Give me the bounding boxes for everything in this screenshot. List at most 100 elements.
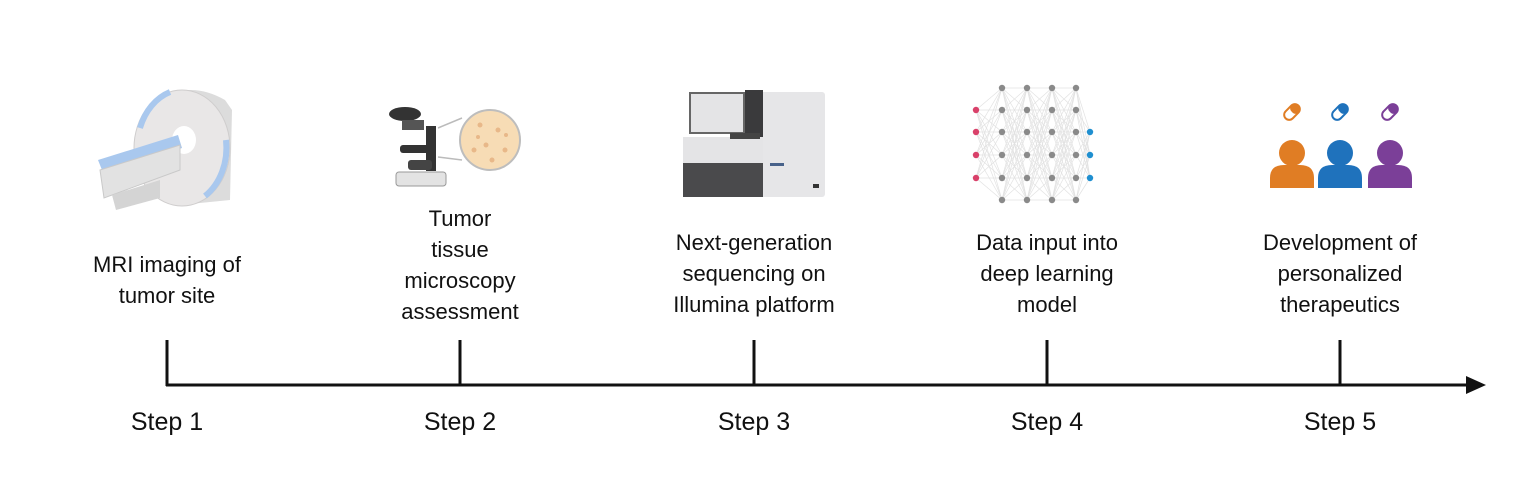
network-node	[1023, 174, 1031, 182]
network-edge	[1026, 87, 1053, 111]
mri-scanner-icon	[98, 89, 232, 210]
microscope-icon	[389, 107, 521, 187]
axis-ticks	[165, 340, 1342, 386]
network-edge	[1075, 154, 1091, 201]
description-line: assessment	[401, 299, 519, 324]
network-node	[1072, 106, 1080, 114]
network-node	[998, 106, 1006, 114]
network-edge	[1051, 87, 1077, 111]
network-node	[998, 174, 1006, 182]
network-node	[1048, 196, 1056, 204]
network-edge	[1026, 109, 1053, 201]
network-node	[1023, 128, 1031, 136]
network-node	[998, 128, 1006, 136]
step-4-label: Step 4	[1010, 408, 1084, 436]
description-line: deep learning	[980, 261, 1114, 286]
patients-pills-icon	[1270, 103, 1412, 188]
description-line: Data input into	[976, 230, 1118, 255]
network-node	[998, 151, 1006, 159]
step-3-description: Next-generation sequencing on Illumina p…	[634, 227, 874, 320]
network-edge	[975, 109, 1003, 179]
step-2-description: Tumor tissue microscopy assessment	[340, 203, 580, 327]
network-node	[972, 151, 980, 159]
network-edge	[975, 87, 1003, 156]
network-edge	[1026, 87, 1053, 156]
network-edge	[975, 177, 1003, 201]
network-edge	[1075, 177, 1091, 201]
step-2-label: Step 2	[423, 408, 497, 436]
network-edge	[1051, 177, 1077, 201]
network-edge	[975, 87, 1003, 111]
network-edge	[1001, 87, 1028, 201]
network-node	[1048, 151, 1056, 159]
network-edge	[1051, 87, 1077, 133]
network-edge	[1026, 87, 1053, 179]
network-node	[1086, 128, 1094, 136]
network-edge	[1001, 87, 1028, 133]
description-line: Next-generation	[675, 230, 833, 255]
description-line: tumor site	[118, 283, 216, 308]
network-edge	[1075, 109, 1091, 133]
description-line: Illumina platform	[673, 292, 835, 317]
network-edge	[1051, 87, 1077, 156]
network-edge	[1026, 87, 1053, 201]
network-edge	[975, 154, 1003, 201]
network-edge	[1051, 109, 1077, 201]
step-4-description: Data input into deep learning model	[927, 227, 1167, 320]
network-edge	[1001, 87, 1028, 111]
network-node	[1023, 151, 1031, 159]
network-node	[1023, 196, 1031, 204]
network-node	[1072, 196, 1080, 204]
network-edge	[1001, 154, 1028, 201]
network-edge	[1026, 131, 1053, 201]
step-1-label: Step 1	[130, 408, 204, 436]
network-node	[1023, 106, 1031, 114]
description-line: model	[1017, 292, 1077, 317]
network-node	[998, 84, 1006, 92]
sequencer-icon	[683, 90, 825, 197]
network-edge	[1075, 109, 1091, 156]
network-edge	[975, 154, 1003, 179]
network-node	[1072, 151, 1080, 159]
network-node	[1086, 174, 1094, 182]
network-edge	[1051, 131, 1077, 201]
network-node	[972, 174, 980, 182]
network-edge	[975, 131, 1003, 179]
network-node	[972, 128, 980, 136]
network-node	[1048, 106, 1056, 114]
description-line: microscopy	[404, 268, 516, 293]
description-line: MRI imaging of	[93, 252, 241, 277]
network-edge	[975, 131, 1003, 201]
network-edge	[1026, 154, 1053, 201]
network-edge	[975, 87, 1003, 179]
network-edge	[1001, 131, 1028, 201]
network-edge	[1026, 87, 1053, 133]
network-node	[1072, 128, 1080, 136]
step-5-description: Development of personalized therapeutics	[1220, 227, 1460, 320]
network-node	[1048, 128, 1056, 136]
network-node	[1023, 84, 1031, 92]
network-edge	[1026, 177, 1053, 201]
network-edge	[1001, 109, 1028, 201]
step-3-label: Step 3	[717, 408, 791, 436]
network-edge	[1051, 87, 1077, 179]
network-node	[1048, 174, 1056, 182]
network-edge	[1075, 87, 1091, 133]
description-line: sequencing on	[682, 261, 826, 286]
network-edge	[1051, 87, 1077, 201]
network-edge	[1001, 87, 1028, 156]
network-node	[1086, 151, 1094, 159]
patient-orange	[1270, 103, 1314, 188]
network-node	[972, 106, 980, 114]
network-edge	[1051, 154, 1077, 201]
description-line: therapeutics	[1280, 292, 1400, 317]
network-edge	[1075, 131, 1091, 179]
network-edge	[1075, 131, 1091, 201]
neural-network-icon	[972, 84, 1094, 204]
network-edge	[1001, 87, 1028, 179]
patient-blue	[1318, 103, 1362, 188]
network-edge	[1075, 131, 1091, 156]
tissue-zoom-circle	[459, 109, 521, 171]
